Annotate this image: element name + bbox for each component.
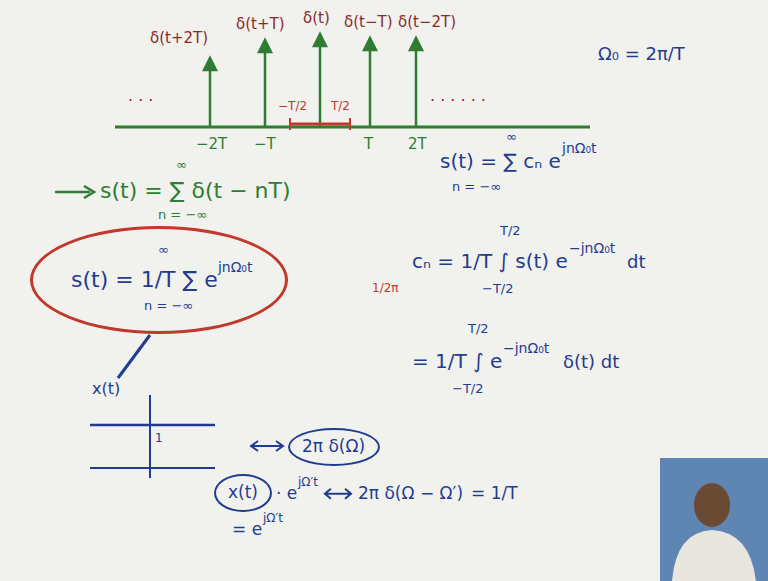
math-label: 2T [408, 136, 427, 153]
math-label: δ(t) [303, 10, 330, 27]
plot-axis [149, 395, 151, 478]
math-label: 2π δ(Ω − Ω′) [358, 484, 463, 504]
math-label: −jnΩ₀t [503, 340, 549, 356]
circled-transform: 2π δ(Ω) [288, 428, 380, 466]
math-label: · e [276, 484, 297, 504]
impulse-arrows [204, 34, 422, 127]
period-tick [349, 118, 351, 130]
time-axis [115, 126, 590, 129]
pointer-arrow-head [84, 186, 94, 198]
circled-equation: s(t) = 1/T ∑ ejnΩ₀t ∞ n = −∞ [30, 226, 288, 334]
sum-limit: n = −∞ [144, 299, 193, 314]
math-label: δ(t+2T) [150, 30, 208, 47]
math-label: δ(t−T) [344, 14, 393, 31]
plot-line [90, 424, 215, 427]
math-label: jnΩ₀t [562, 140, 597, 156]
math-label: = 1/T [471, 484, 518, 504]
math-label: −T/2 [452, 382, 483, 397]
math-label: −jnΩ₀t [569, 240, 615, 256]
math-label: x(t) [92, 380, 120, 398]
math-label: n = −∞ [452, 180, 501, 195]
math-label: = 1/T ∫ e [412, 350, 502, 373]
transform-pair-arrowheads [251, 441, 283, 451]
math-label: −T/2 [482, 282, 513, 297]
circled-text: x(t) [228, 482, 258, 502]
math-label: T/2 [331, 100, 350, 114]
math-label: s(t) = ∑ δ(t − nT) [100, 178, 291, 203]
math-label: s(t) = ∑ cₙ e [440, 150, 561, 173]
math-label: δ(t+T) [236, 16, 285, 33]
math-label: T [364, 136, 373, 153]
sum-limit: ∞ [158, 243, 169, 258]
speaker-inset [660, 458, 768, 581]
period-tick [289, 118, 291, 130]
circled-signal: x(t) [214, 474, 272, 512]
math-label: dt [627, 252, 645, 273]
circled-text: 2π δ(Ω) [302, 436, 365, 456]
math-label: δ(t−2T) [398, 14, 456, 31]
math-label: δ(t) dt [563, 352, 619, 373]
math-label: T/2 [500, 224, 521, 239]
pointer-arrow [55, 191, 90, 194]
speaker-body [672, 530, 756, 581]
math-label: −T/2 [278, 100, 307, 114]
transform-pair-arrow [325, 489, 351, 499]
equation-text: s(t) = 1/T ∑ e [71, 267, 218, 292]
period-segment [290, 123, 350, 126]
math-label: 1 [155, 432, 163, 446]
math-label: n = −∞ [158, 208, 207, 223]
leader-line [118, 335, 150, 378]
math-label: T/2 [468, 322, 489, 337]
plot-axis [90, 467, 215, 469]
math-label: cₙ = 1/T ∫ s(t) e [412, 250, 568, 273]
math-label: · · · · · · [430, 92, 486, 110]
math-label: · · · [128, 92, 153, 110]
math-label: ∞ [506, 130, 517, 145]
math-label: ∞ [176, 158, 187, 173]
speaker-head [694, 483, 730, 527]
math-label: −T [254, 136, 276, 153]
math-label: Ω₀ = 2π/T [598, 44, 685, 65]
math-label: −2T [196, 136, 227, 153]
math-label: = e [232, 520, 262, 540]
math-label: jΩ′t [298, 476, 318, 490]
math-label: jΩ′t [263, 512, 283, 526]
transform-pair-arrow [252, 445, 282, 447]
exponent: jnΩ₀t [218, 259, 253, 275]
math-label: 1/2π [372, 282, 399, 296]
